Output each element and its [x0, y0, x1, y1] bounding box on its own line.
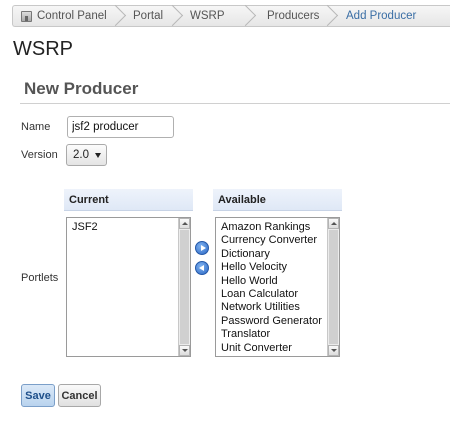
- page-title: WSRP: [13, 38, 73, 60]
- list-item[interactable]: Network Utilities: [221, 301, 300, 314]
- scroll-up-icon[interactable]: [179, 218, 190, 229]
- list-item[interactable]: Hello World: [221, 274, 278, 287]
- cancel-button[interactable]: Cancel: [58, 384, 101, 407]
- scroll-thumb[interactable]: [180, 230, 189, 344]
- save-button[interactable]: Save: [21, 384, 55, 407]
- breadcrumb-control-panel[interactable]: Control Panel: [13, 4, 127, 27]
- available-header: Available: [213, 189, 342, 211]
- scroll-thumb[interactable]: [329, 230, 338, 344]
- scroll-down-icon[interactable]: [179, 345, 190, 356]
- breadcrumb-wsrp[interactable]: WSRP: [174, 4, 257, 27]
- breadcrumb-label: WSRP: [190, 10, 225, 22]
- current-scrollbar[interactable]: [178, 218, 190, 356]
- list-item[interactable]: Unit Converter: [221, 341, 292, 354]
- chevron-down-icon: [95, 153, 101, 158]
- list-item[interactable]: Currency Converter: [221, 234, 317, 247]
- home-icon: [21, 10, 32, 22]
- version-label: Version: [21, 149, 58, 161]
- breadcrumb-label: Add Producer: [346, 10, 417, 22]
- scroll-down-icon[interactable]: [328, 345, 339, 356]
- list-item[interactable]: Loan Calculator: [221, 288, 299, 301]
- breadcrumb-add-producer: Add Producer: [329, 6, 416, 26]
- section-title: New Producer: [20, 78, 450, 104]
- available-scrollbar[interactable]: [327, 218, 339, 356]
- scroll-up-icon[interactable]: [328, 218, 339, 229]
- list-item[interactable]: Amazon Rankings: [221, 221, 311, 233]
- list-item[interactable]: Dictionary: [221, 247, 270, 260]
- breadcrumb-label: Control Panel: [37, 10, 107, 22]
- version-select[interactable]: 2.0: [66, 144, 107, 166]
- name-input[interactable]: [67, 116, 174, 138]
- breadcrumb-label: Producers: [267, 10, 320, 22]
- current-portlets-list[interactable]: JSF2: [66, 217, 191, 357]
- version-value: 2.0: [73, 149, 89, 161]
- name-label: Name: [21, 121, 51, 133]
- list-item[interactable]: Hello Velocity: [221, 261, 288, 274]
- breadcrumb-portal[interactable]: Portal: [117, 4, 184, 27]
- list-item[interactable]: JSF2: [72, 221, 98, 233]
- portlets-label: Portlets: [21, 272, 59, 284]
- list-item[interactable]: Translator: [221, 328, 271, 341]
- breadcrumb-label: Portal: [133, 10, 164, 22]
- current-items: JSF2: [67, 218, 190, 234]
- breadcrumb: Control Panel Portal WSRP Producers Add …: [12, 4, 450, 27]
- current-header: Current: [64, 189, 193, 211]
- list-item[interactable]: Password Generator: [221, 314, 322, 327]
- move-right-button[interactable]: [195, 241, 209, 255]
- move-left-button[interactable]: [195, 261, 209, 275]
- breadcrumb-producers[interactable]: Producers: [247, 4, 339, 27]
